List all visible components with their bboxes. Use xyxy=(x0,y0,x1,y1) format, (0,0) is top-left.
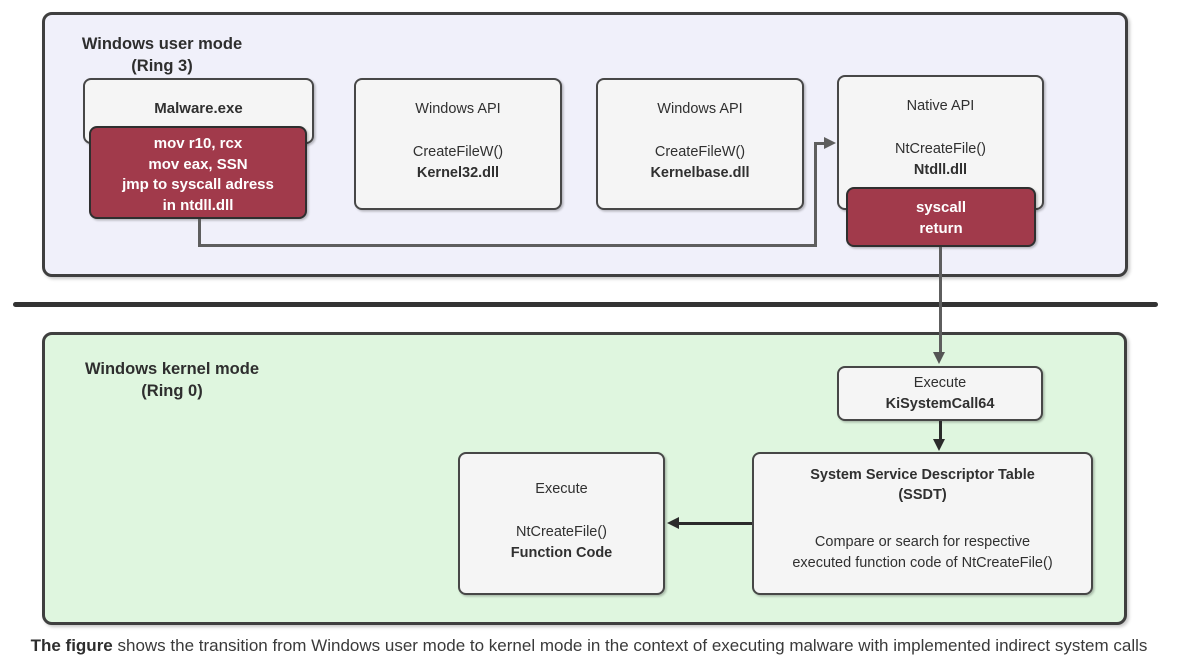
figure-caption: The figure shows the transition from Win… xyxy=(0,636,1178,656)
edge-malware-to-nativeapi-segment-up xyxy=(814,142,817,247)
ssdt-body-line1: Compare or search for respective xyxy=(814,534,1031,550)
malware-exe-title: Malware.exe xyxy=(154,100,243,117)
kernel-mode-label-line2: (Ring 0) xyxy=(141,382,203,400)
indirect-syscall-stub-box: mov r10, rcx mov eax, SSN jmp to syscall… xyxy=(89,126,307,219)
execute-function-line3: Function Code xyxy=(510,545,613,561)
native-api-function: NtCreateFile() xyxy=(894,141,987,157)
figure-caption-lead: The figure xyxy=(30,636,113,655)
edge-malware-to-nativeapi-segment-right xyxy=(198,244,817,247)
edge-ssdt-to-function-code xyxy=(679,522,752,525)
edge-malware-to-nativeapi-segment-down xyxy=(198,219,201,247)
windows-api-kernelbase-title: Windows API xyxy=(657,101,743,117)
return-line: return xyxy=(919,220,963,237)
syscall-line: syscall xyxy=(915,199,967,216)
user-mode-label-line1: Windows user mode xyxy=(81,35,243,53)
arrowhead-into-function-code xyxy=(667,517,679,529)
windows-api-kernelbase-box: Windows API CreateFileW() Kernelbase.dll xyxy=(596,78,804,210)
ssdt-title-line1: System Service Descriptor Table xyxy=(810,467,1035,483)
ssdt-box: System Service Descriptor Table (SSDT) C… xyxy=(752,452,1093,595)
kernel-mode-label-line1: Windows kernel mode xyxy=(84,360,260,378)
execute-function-line2: NtCreateFile() xyxy=(515,524,608,540)
syscall-return-box: syscall return xyxy=(846,187,1036,247)
figure-caption-text: shows the transition from Windows user m… xyxy=(112,636,1148,655)
windows-api-kernel32-box: Windows API CreateFileW() Kernel32.dll xyxy=(354,78,562,210)
code-line-4: in ntdll.dll xyxy=(162,196,234,214)
windows-api-kernelbase-dll: Kernelbase.dll xyxy=(650,165,750,181)
execute-function-line1: Execute xyxy=(535,481,588,497)
windows-api-kernelbase-function: CreateFileW() xyxy=(654,144,746,160)
arrowhead-into-native-api xyxy=(824,137,836,149)
arrowhead-into-ssdt xyxy=(933,439,945,451)
code-line-2: mov eax, SSN xyxy=(148,155,248,173)
execute-function-code-box: Execute NtCreateFile() Function Code xyxy=(458,452,665,595)
kisystemcall-line1: Execute xyxy=(913,374,967,391)
code-line-3: jmp to syscall adress xyxy=(122,176,274,193)
user-kernel-mode-divider xyxy=(13,302,1158,307)
native-api-dll: Ntdll.dll xyxy=(913,162,968,178)
execute-kisystemcall64-box: Execute KiSystemCall64 xyxy=(837,366,1043,421)
arrowhead-into-kisystemcall xyxy=(933,352,945,364)
edge-kisystemcall-to-ssdt xyxy=(939,421,942,441)
windows-api-kernel32-dll: Kernel32.dll xyxy=(416,165,500,181)
kisystemcall-line2: KiSystemCall64 xyxy=(885,395,995,412)
windows-api-kernel32-title: Windows API xyxy=(415,101,501,117)
kernel-mode-label: Windows kernel mode (Ring 0) xyxy=(67,358,277,402)
ssdt-body: Compare or search for respective execute… xyxy=(754,532,1091,574)
ssdt-title-line2: (SSDT) xyxy=(898,487,947,503)
windows-api-kernel32-function: CreateFileW() xyxy=(412,144,504,160)
user-mode-label: Windows user mode (Ring 3) xyxy=(67,33,257,77)
code-line-1: mov r10, rcx xyxy=(153,135,243,152)
user-mode-label-line2: (Ring 3) xyxy=(131,57,193,75)
ssdt-body-line2: executed function code of NtCreateFile() xyxy=(792,555,1053,571)
edge-malware-to-nativeapi-segment-stub xyxy=(814,142,826,145)
edge-syscall-to-kisystemcall xyxy=(939,247,942,354)
native-api-title: Native API xyxy=(906,98,975,114)
